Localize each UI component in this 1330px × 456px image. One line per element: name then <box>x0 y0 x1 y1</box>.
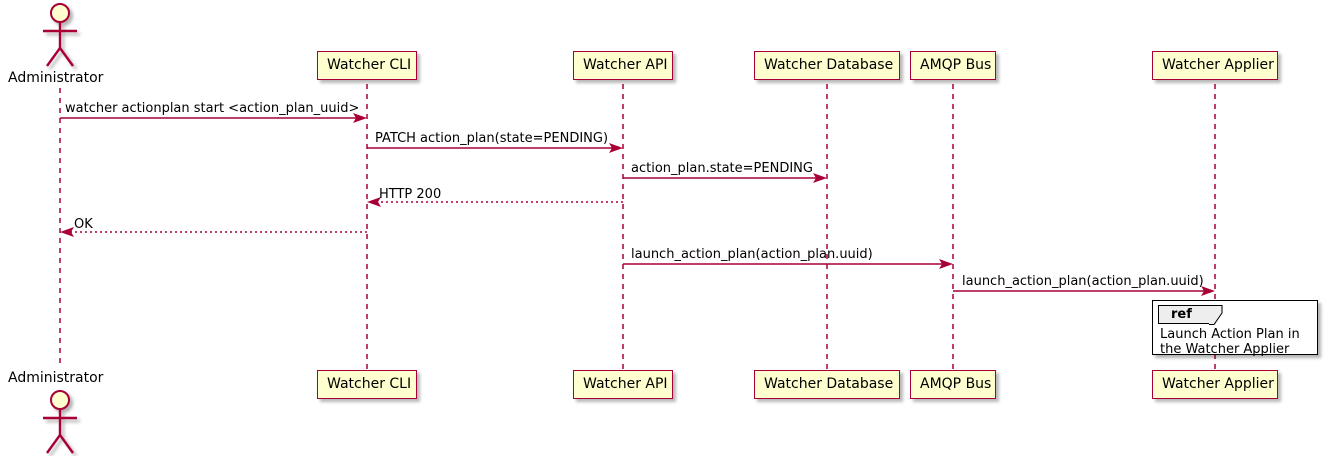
message-label-msg-7: launch_action_plan(action_plan.uuid) <box>962 274 1204 289</box>
lifelines-group <box>59 84 1216 372</box>
ref-fragment-box[interactable]: ref Launch Action Plan in the Watcher Ap… <box>1152 300 1318 357</box>
participant-box-watcher-cli-bottom[interactable]: Watcher CLI <box>317 370 417 399</box>
participant-label: AMQP Bus <box>920 376 992 392</box>
participant-label: Administrator <box>8 70 104 86</box>
participant-label: Watcher CLI <box>327 57 412 73</box>
participant-box-amqp-bus-top[interactable]: AMQP Bus <box>910 51 996 80</box>
message-label-msg-6: launch_action_plan(action_plan.uuid) <box>631 247 873 262</box>
message-label-msg-5: OK <box>74 217 93 232</box>
participant-label: Watcher Applier <box>1162 57 1274 73</box>
ref-fragment-tab-label: ref <box>1158 305 1216 324</box>
participant-box-watcher-cli-top[interactable]: Watcher CLI <box>317 51 417 80</box>
participant-label: Watcher Database <box>764 376 894 392</box>
participant-box-watcher-api-bottom[interactable]: Watcher API <box>573 370 673 399</box>
participant-box-watcher-applier-top[interactable]: Watcher Applier <box>1152 51 1278 80</box>
actor-administrator-top <box>43 3 77 67</box>
message-arrow-msg-3 <box>623 173 827 183</box>
actor-label-administrator-bottom: Administrator <box>8 370 103 386</box>
message-arrow-msg-4 <box>367 197 623 207</box>
participant-label: Watcher Database <box>764 57 894 73</box>
message-arrow-msg-5 <box>60 227 367 237</box>
participant-label: Watcher API <box>583 57 668 73</box>
participant-label: AMQP Bus <box>920 57 992 73</box>
message-arrow-msg-2 <box>367 143 623 153</box>
message-arrow-msg-6 <box>623 259 953 269</box>
ref-fragment-fold-icon <box>1209 305 1223 325</box>
message-arrow-msg-7 <box>953 286 1215 296</box>
participant-box-watcher-applier-bottom[interactable]: Watcher Applier <box>1152 370 1278 399</box>
message-arrow-msg-1 <box>60 113 367 123</box>
message-label-msg-2: PATCH action_plan(state=PENDING) <box>375 131 609 146</box>
actor-label-administrator-top: Administrator <box>8 70 103 86</box>
actor-administrator-bottom <box>43 390 77 454</box>
participant-label: Administrator <box>8 370 104 386</box>
participant-box-watcher-api-top[interactable]: Watcher API <box>573 51 673 80</box>
participant-label: Watcher API <box>583 376 668 392</box>
participant-label: Watcher CLI <box>327 376 412 392</box>
participant-box-watcher-database-bottom[interactable]: Watcher Database <box>754 370 900 399</box>
participant-label: Watcher Applier <box>1162 376 1274 392</box>
message-label-msg-3: action_plan.state=PENDING <box>631 161 813 176</box>
message-label-msg-1: watcher actionplan start <action_plan_uu… <box>65 101 360 116</box>
participant-box-watcher-database-top[interactable]: Watcher Database <box>754 51 900 80</box>
ref-fragment-text: Launch Action Plan in the Watcher Applie… <box>1160 327 1300 357</box>
message-label-msg-4: HTTP 200 <box>379 187 442 202</box>
participant-box-amqp-bus-bottom[interactable]: AMQP Bus <box>910 370 996 399</box>
